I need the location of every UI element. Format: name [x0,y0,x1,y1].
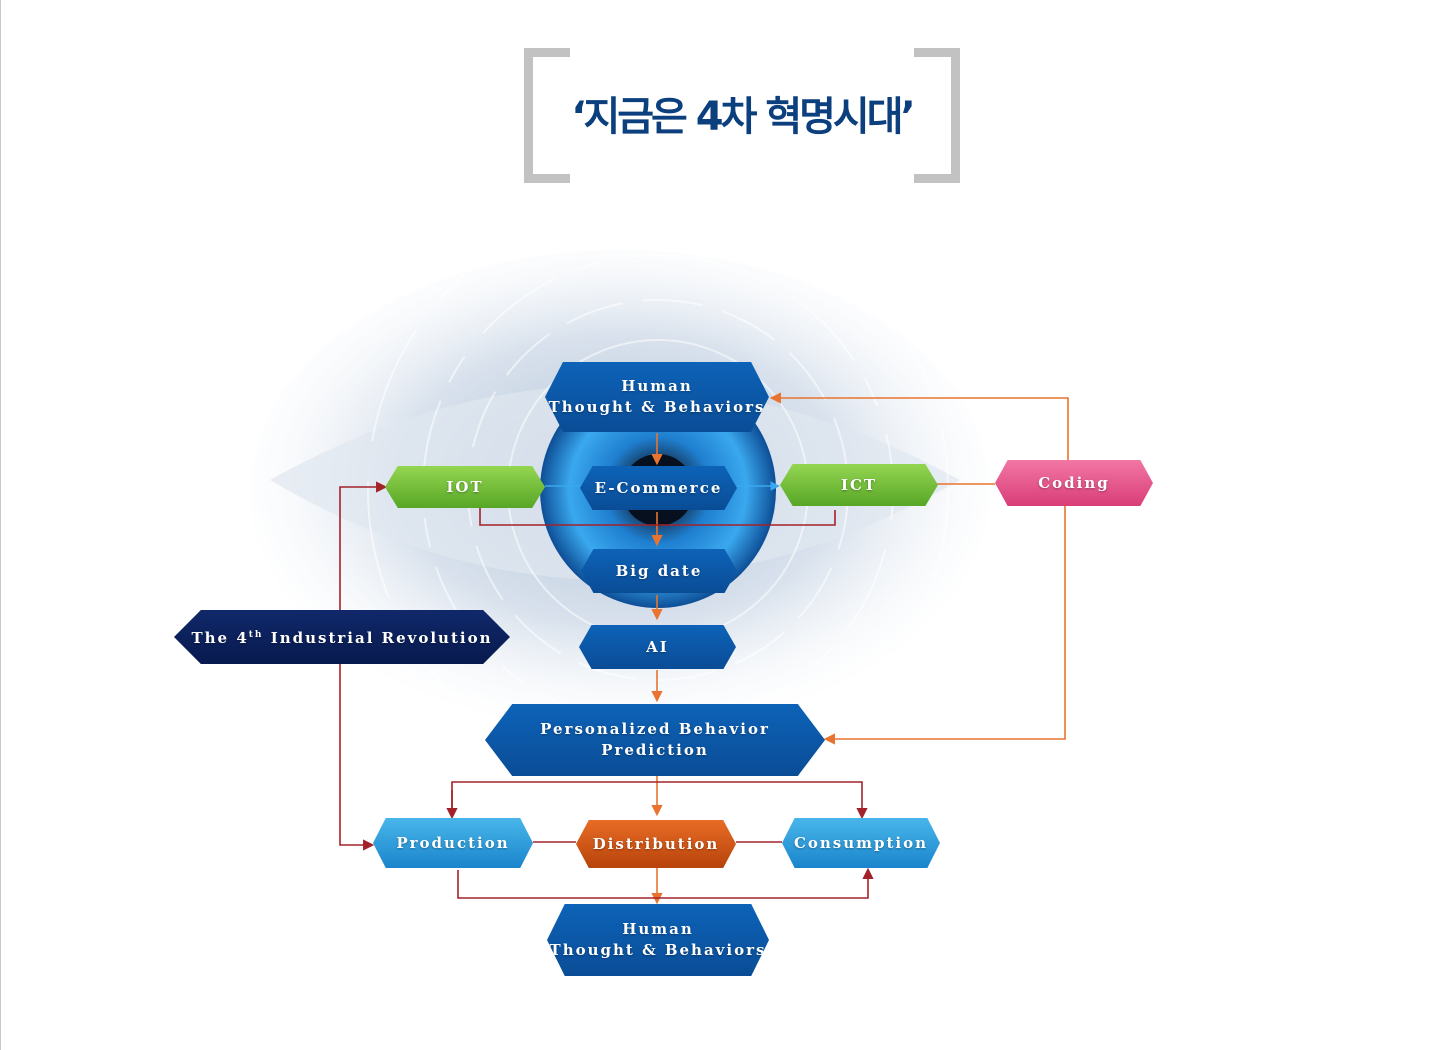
node-bigdata-label: Big date [615,561,703,580]
page-title: ‘지금은 4차 혁명시대’ [571,94,915,140]
node-iot-label: IOT [446,477,484,496]
node-human-bottom-line2: Thought & Behaviors [549,941,767,959]
node-consumption: Consumption [782,818,940,868]
node-production: Production [373,818,533,868]
node-revolution-label: The 4th Industrial Revolution [191,625,492,649]
link-iot-under [479,508,836,526]
right-bracket [914,48,960,183]
node-consumption-label: Consumption [793,833,929,852]
node-bigdata: Big date [581,549,737,593]
arrow-revolution-to-production [339,664,375,851]
node-prediction-label: Personalized Behavior Prediction [540,720,770,759]
node-distribution-label: Distribution [592,834,720,853]
node-ecommerce: E-Commerce [580,466,737,510]
node-human-top-line2: Thought & Behaviors [548,398,766,416]
node-ict-label: ICT [840,475,878,494]
node-iot: IOT [385,466,545,508]
node-coding: Coding [995,460,1153,506]
node-4th-industrial-revolution: The 4th Industrial Revolution [174,610,510,664]
node-revolution-post: Industrial Revolution [263,629,493,647]
node-revolution-pre: The 4 [191,629,249,647]
node-human-thought-top: Human Thought & Behaviors [545,362,769,432]
node-distribution: Distribution [576,820,736,868]
node-ai-label: AI [646,637,669,656]
node-production-label: Production [396,833,510,852]
node-ai: AI [579,625,736,669]
node-personalized-behavior-prediction: Personalized Behavior Prediction [485,704,825,776]
node-ecommerce-label: E-Commerce [594,478,723,497]
node-ict: ICT [780,464,938,506]
node-human-bottom-line1: Human [622,920,694,938]
node-human-thought-bottom: Human Thought & Behaviors [547,904,769,976]
node-human-top-line1: Human [621,377,693,395]
page-left-border [0,0,1,1050]
left-bracket [524,48,570,183]
node-revolution-sup: th [248,630,264,640]
arrow-coding-to-prediction [823,506,1066,745]
arrow-coding-to-human [769,392,1069,466]
arrow-production-to-consumption [457,867,874,899]
title-block: ‘지금은 4차 혁명시대’ [524,48,960,183]
node-coding-label: Coding [1038,473,1110,492]
arrow-revolution-to-iot [339,481,388,664]
